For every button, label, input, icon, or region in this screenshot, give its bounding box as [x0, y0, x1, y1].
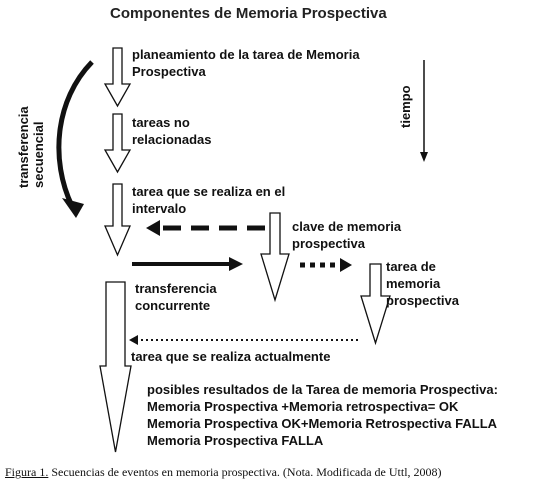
label-cue-line1: clave de memoria — [292, 219, 402, 234]
dotted-arrow-pm-to-current-head — [129, 335, 138, 345]
label-current-task: tarea que se realiza actualmente — [131, 349, 331, 364]
label-sequential-line2: secuencial — [31, 121, 46, 189]
down-arrow-unrelated — [103, 113, 132, 174]
label-cue-line2: prospectiva — [292, 236, 365, 251]
label-time-text: tiempo — [398, 85, 413, 128]
label-planning-line2: Prospectiva — [132, 64, 206, 79]
label-pm-task-line1: tarea de — [386, 259, 436, 274]
results-heading: posibles resultados de la Tarea de memor… — [147, 382, 498, 397]
down-arrow-cue — [260, 212, 290, 303]
results-line-1: Memoria Prospectiva +Memoria retrospecti… — [147, 399, 459, 414]
time-arrow-head — [420, 152, 428, 162]
solid-arrow-concurrent-head — [229, 257, 243, 271]
label-interval-line2: intervalo — [132, 201, 187, 216]
results-line-2: Memoria Prospectiva OK+Memoria Retrospec… — [147, 416, 498, 431]
down-arrow-planning — [103, 47, 132, 108]
caption-label: Figura 1. — [5, 465, 49, 479]
curved-arrow-sequential — [56, 60, 94, 208]
down-arrow-interval — [104, 183, 131, 257]
label-planning-line1: planeamiento de la tarea de Memoria — [132, 47, 360, 62]
curved-arrow-head — [62, 198, 84, 218]
down-arrow-current-task — [99, 281, 132, 453]
label-concurrent-line1: transferencia — [135, 281, 217, 296]
label-concurrent-line2: concurrente — [135, 298, 211, 313]
label-time: tiempo — [398, 85, 413, 128]
figure-caption: Figura 1. Secuencias de eventos en memor… — [5, 465, 442, 480]
label-pm-task-line2: memoria — [386, 276, 441, 291]
caption-text: Secuencias de eventos en memoria prospec… — [48, 465, 442, 479]
diagram-title: Componentes de Memoria Prospectiva — [110, 5, 387, 22]
label-unrelated-line1: tareas no — [132, 115, 190, 130]
results-line-3: Memoria Prospectiva FALLA — [147, 433, 324, 448]
label-unrelated-line2: relacionadas — [132, 132, 212, 147]
dotted-arrow-cue-to-pm-head — [340, 258, 352, 272]
label-sequential-transfer: transferencia secuencial — [16, 106, 46, 188]
label-pm-task-line3: prospectiva — [386, 293, 459, 308]
dashed-arrow-cue-to-interval-head — [146, 220, 160, 236]
label-interval-line1: tarea que se realiza en el — [132, 184, 286, 199]
label-sequential-line1: transferencia — [16, 106, 31, 188]
down-arrow-pm-task — [360, 263, 391, 346]
